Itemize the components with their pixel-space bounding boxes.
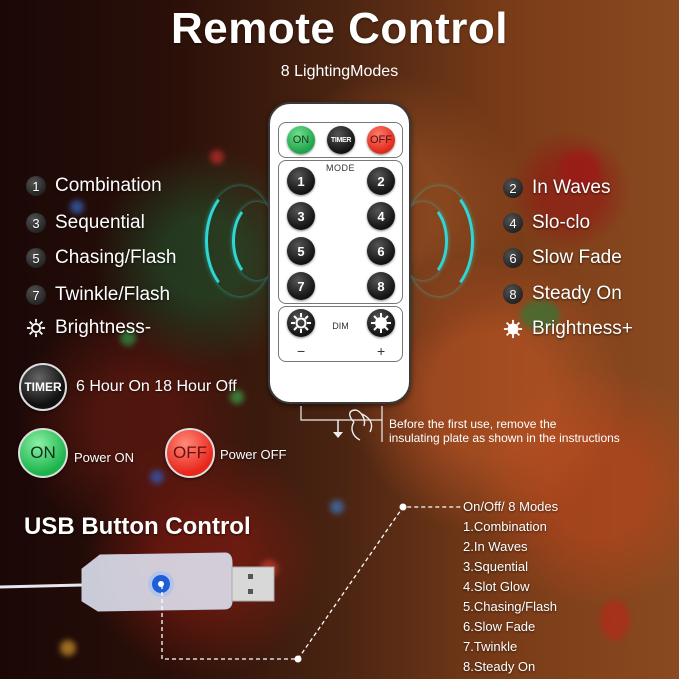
usb-modes-list: On/Off/ 8 Modes 1.Combination 2.In Waves… — [463, 497, 558, 677]
mode-button-2[interactable]: 2 — [367, 167, 395, 195]
bokeh-light — [150, 470, 164, 484]
mode-button-7[interactable]: 7 — [287, 272, 315, 300]
on-legend-text: Power ON — [74, 450, 134, 465]
left-mode-7: 7 Twinkle/Flash — [26, 284, 170, 306]
mode-number-badge: 2 — [503, 178, 523, 198]
bokeh-light — [120, 330, 136, 346]
mode-number-badge: 5 — [26, 248, 46, 268]
left-mode-3: 3 Sequential — [26, 212, 145, 234]
sun-outline-icon — [291, 313, 311, 333]
insulating-plate-note: Before the first use, remove the insulat… — [389, 417, 620, 445]
mode-label: MODE — [326, 163, 355, 173]
signal-arc-right-inner-icon — [398, 202, 448, 280]
usb-mode-item: 2.In Waves — [463, 539, 528, 554]
mode-label: Slo-clo — [532, 212, 591, 233]
sun-filled-icon — [371, 313, 391, 333]
signal-arc-right-outer-icon — [404, 186, 474, 296]
on-legend-button: ON — [18, 428, 68, 478]
off-legend-button: OFF — [165, 428, 215, 478]
sun-filled-icon — [503, 319, 523, 339]
usb-mode-item: 5.Chasing/Flash — [463, 599, 557, 614]
usb-button-callout-line — [161, 503, 462, 663]
mode-number-badge: 3 — [26, 213, 46, 233]
mode-label: Sequential — [55, 212, 145, 233]
remote-off-button[interactable]: OFF — [367, 126, 395, 154]
usb-mode-item: 6.Slow Fade — [463, 619, 536, 634]
mode-label: Chasing/Flash — [55, 247, 177, 268]
usb-mode-item: 7.Twinkle — [463, 639, 518, 654]
signal-arc-left-inner-icon — [232, 202, 282, 280]
mode-label: Twinkle/Flash — [55, 284, 171, 305]
remote-timer-button[interactable]: TIMER — [327, 126, 355, 154]
page-title: Remote Control — [171, 4, 508, 53]
mode-label: Steady On — [532, 283, 622, 304]
mode-number-badge: 8 — [503, 284, 523, 304]
mode-button-5[interactable]: 5 — [287, 237, 315, 265]
note-line-2: insulating plate as shown in the instruc… — [389, 431, 620, 445]
sun-outline-icon — [26, 318, 46, 338]
mode-label: Brightness- — [55, 317, 152, 338]
bokeh-light — [520, 300, 560, 330]
remote-control: ON TIMER OFF MODE 1 2 3 4 5 6 7 8 DIM — [268, 102, 411, 404]
usb-mode-item: 4.Slot Glow — [463, 579, 530, 594]
usb-controller-icon — [0, 552, 275, 612]
remote-dim-group: DIM − + — [278, 306, 403, 362]
dim-minus-label: − — [297, 343, 306, 359]
mode-number-badge: 7 — [26, 285, 46, 305]
usb-mode-item: 8.Steady On — [463, 659, 536, 674]
remote-mode-group: MODE 1 2 3 4 5 6 7 8 — [278, 160, 403, 304]
page-subtitle: 8 LightingModes — [280, 63, 399, 80]
bokeh-light — [600, 600, 630, 640]
mode-button-1[interactable]: 1 — [287, 167, 315, 195]
bokeh-light — [70, 200, 84, 214]
usb-mode-item: 3.Squential — [463, 559, 529, 574]
mode-label: Brightness+ — [532, 318, 633, 339]
usb-list-heading: On/Off/ 8 Modes — [463, 499, 559, 514]
right-mode-6: 6 Slow Fade — [503, 247, 622, 269]
brightness-up-button[interactable] — [367, 309, 395, 337]
right-brightness-up: Brightness+ — [503, 318, 633, 340]
note-line-1: Before the first use, remove the — [389, 417, 557, 431]
bokeh-light — [60, 640, 76, 656]
mode-number-badge: 6 — [503, 248, 523, 268]
bokeh-light — [230, 390, 244, 404]
bokeh-light — [560, 150, 600, 190]
bokeh-light — [330, 500, 344, 514]
left-mode-5: 5 Chasing/Flash — [26, 247, 176, 269]
left-mode-1: 1 Combination — [26, 175, 162, 197]
mode-number-badge: 1 — [26, 176, 46, 196]
remote-power-group: ON TIMER OFF — [278, 122, 403, 158]
off-legend-text: Power OFF — [220, 447, 287, 462]
mode-button-6[interactable]: 6 — [367, 237, 395, 265]
timer-legend-text: 6 Hour On 18 Hour Off — [76, 378, 237, 395]
right-mode-2: 2 In Waves — [503, 177, 611, 199]
brightness-down-button[interactable] — [287, 309, 315, 337]
timer-legend-button: TIMER — [19, 363, 67, 411]
mode-number-badge: 4 — [503, 213, 523, 233]
bokeh-light — [210, 150, 224, 164]
pull-tab-hand-icon — [300, 406, 383, 442]
right-mode-4: 4 Slo-clo — [503, 212, 590, 234]
mode-label: Slow Fade — [532, 247, 622, 268]
mode-label: Combination — [55, 175, 162, 196]
left-brightness-down: Brightness- — [26, 317, 151, 339]
mode-button-4[interactable]: 4 — [367, 202, 395, 230]
usb-section-title: USB Button Control — [24, 513, 251, 540]
mode-label: In Waves — [532, 177, 611, 198]
dim-label: DIM — [332, 321, 349, 331]
usb-mode-item: 1.Combination — [463, 519, 547, 534]
remote-on-button[interactable]: ON — [287, 126, 315, 154]
signal-arc-left-outer-icon — [205, 186, 275, 296]
right-mode-8: 8 Steady On — [503, 283, 622, 305]
dim-plus-label: + — [377, 343, 386, 359]
mode-button-3[interactable]: 3 — [287, 202, 315, 230]
mode-button-8[interactable]: 8 — [367, 272, 395, 300]
